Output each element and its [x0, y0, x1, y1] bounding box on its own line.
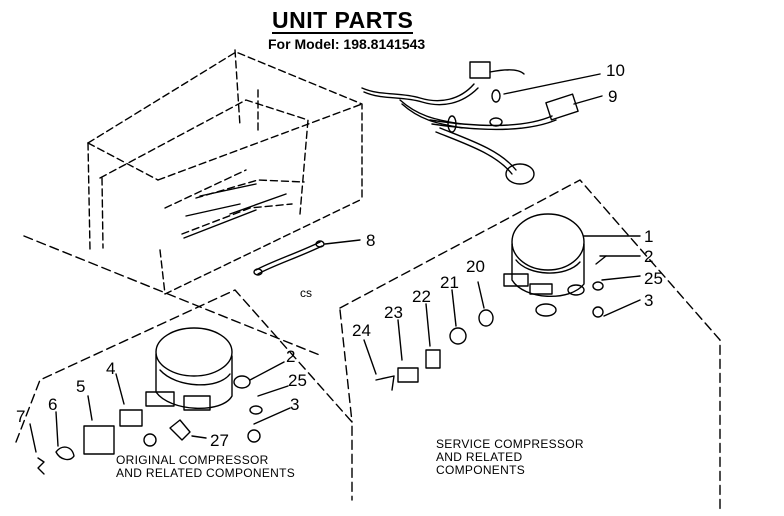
callout-24: 24 [352, 321, 371, 340]
callout-21: 21 [440, 273, 459, 292]
callout-20: 20 [466, 257, 485, 276]
callout-3-service: 3 [644, 291, 654, 310]
callout-9: 9 [608, 87, 618, 106]
service-caption: SERVICE COMPRESSOR AND RELATED COMPONENT… [436, 438, 584, 477]
cs-mark: cs [300, 286, 312, 300]
original-caption: ORIGINAL COMPRESSOR AND RELATED COMPONEN… [116, 454, 295, 480]
callout-1: 1 [644, 227, 654, 246]
callout-10: 10 [606, 61, 625, 80]
original-caption-line-1: ORIGINAL COMPRESSOR [116, 453, 269, 467]
callout-2-original: 2 [286, 347, 296, 366]
callout-23: 23 [384, 303, 403, 322]
callout-27: 27 [210, 431, 229, 450]
service-compressor [503, 213, 641, 318]
cabinet-inner-lines [183, 183, 287, 239]
original-components [29, 373, 143, 475]
callout-4: 4 [106, 359, 116, 378]
callout-25-original: 25 [288, 371, 307, 390]
callout-6: 6 [48, 395, 58, 414]
model-subtitle: For Model: 198.8141543 [268, 36, 426, 52]
original-caption-line-2: AND RELATED COMPONENTS [116, 466, 296, 480]
callout-22: 22 [412, 287, 431, 306]
service-caption-line-3: COMPONENTS [436, 463, 526, 477]
page-title: UNIT PARTS [272, 7, 414, 34]
callout-2-service: 2 [644, 247, 654, 266]
service-caption-line-1: SERVICE COMPRESSOR [436, 437, 584, 451]
part-8-drier [253, 239, 361, 276]
callout-5: 5 [76, 377, 86, 396]
original-compressor [143, 327, 291, 447]
callout-25-service: 25 [644, 269, 663, 288]
wiring-harness [361, 61, 603, 185]
callout-8: 8 [366, 231, 376, 250]
callout-3-original: 3 [290, 395, 300, 414]
callout-7: 7 [16, 407, 26, 426]
cabinet-outline [87, 49, 363, 295]
service-caption-line-2: AND RELATED [436, 450, 523, 464]
divider-lines [15, 179, 721, 511]
service-components [363, 281, 494, 391]
